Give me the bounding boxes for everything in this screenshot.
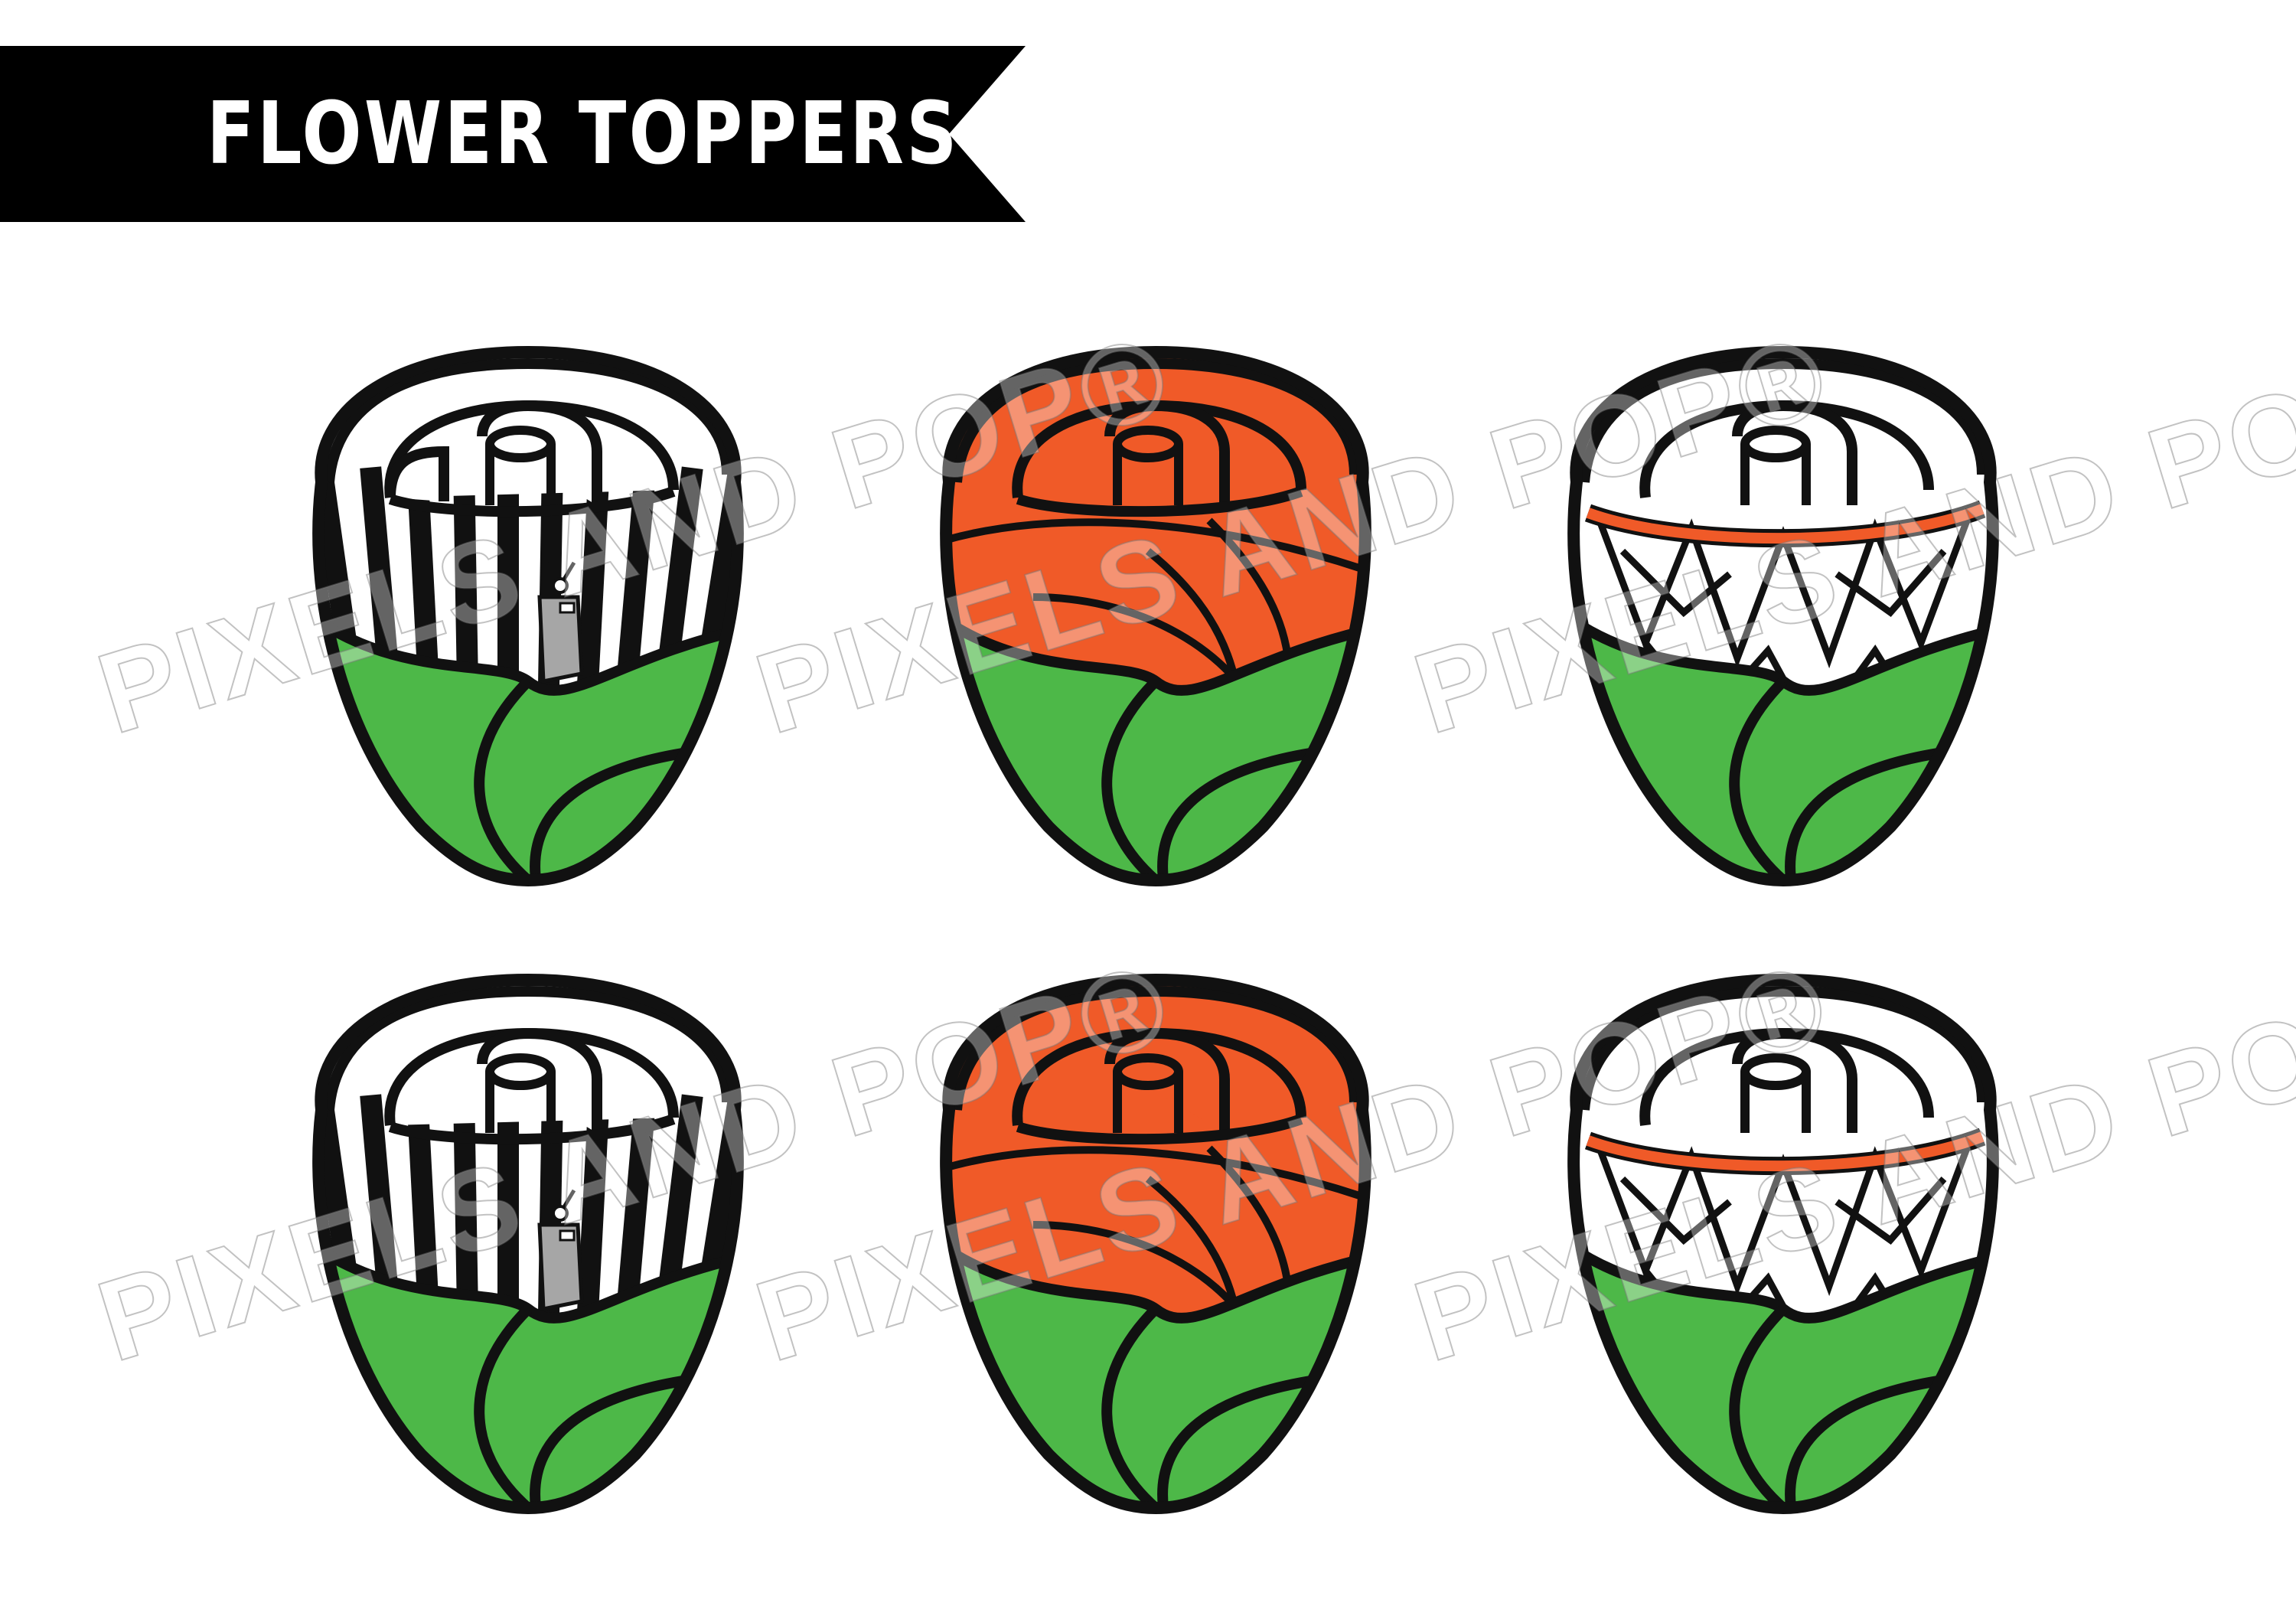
topper-referee-2 — [276, 949, 781, 1539]
referee-flower-topper — [312, 345, 744, 887]
banner-title: FLOWER TOPPERS — [207, 84, 960, 184]
topper-basketball — [903, 322, 1408, 911]
net-flower-topper — [1567, 345, 1999, 887]
basketball-flower-topper — [940, 345, 1371, 887]
topper-net-2 — [1531, 949, 2036, 1539]
net-flower-topper — [1567, 973, 1999, 1515]
whistle-icon — [537, 561, 584, 684]
hoop-rim — [1586, 1131, 1985, 1172]
topper-net — [1531, 322, 2036, 911]
title-banner: FLOWER TOPPERS — [0, 46, 1026, 222]
hoop-rim — [1586, 504, 1985, 544]
topper-basketball-2 — [903, 949, 1408, 1539]
banner-ribbon-shape — [0, 46, 1026, 222]
basketball-flower-topper — [940, 973, 1371, 1515]
topper-referee — [276, 322, 781, 911]
whistle-icon — [537, 1189, 584, 1312]
referee-flower-topper — [312, 973, 744, 1515]
